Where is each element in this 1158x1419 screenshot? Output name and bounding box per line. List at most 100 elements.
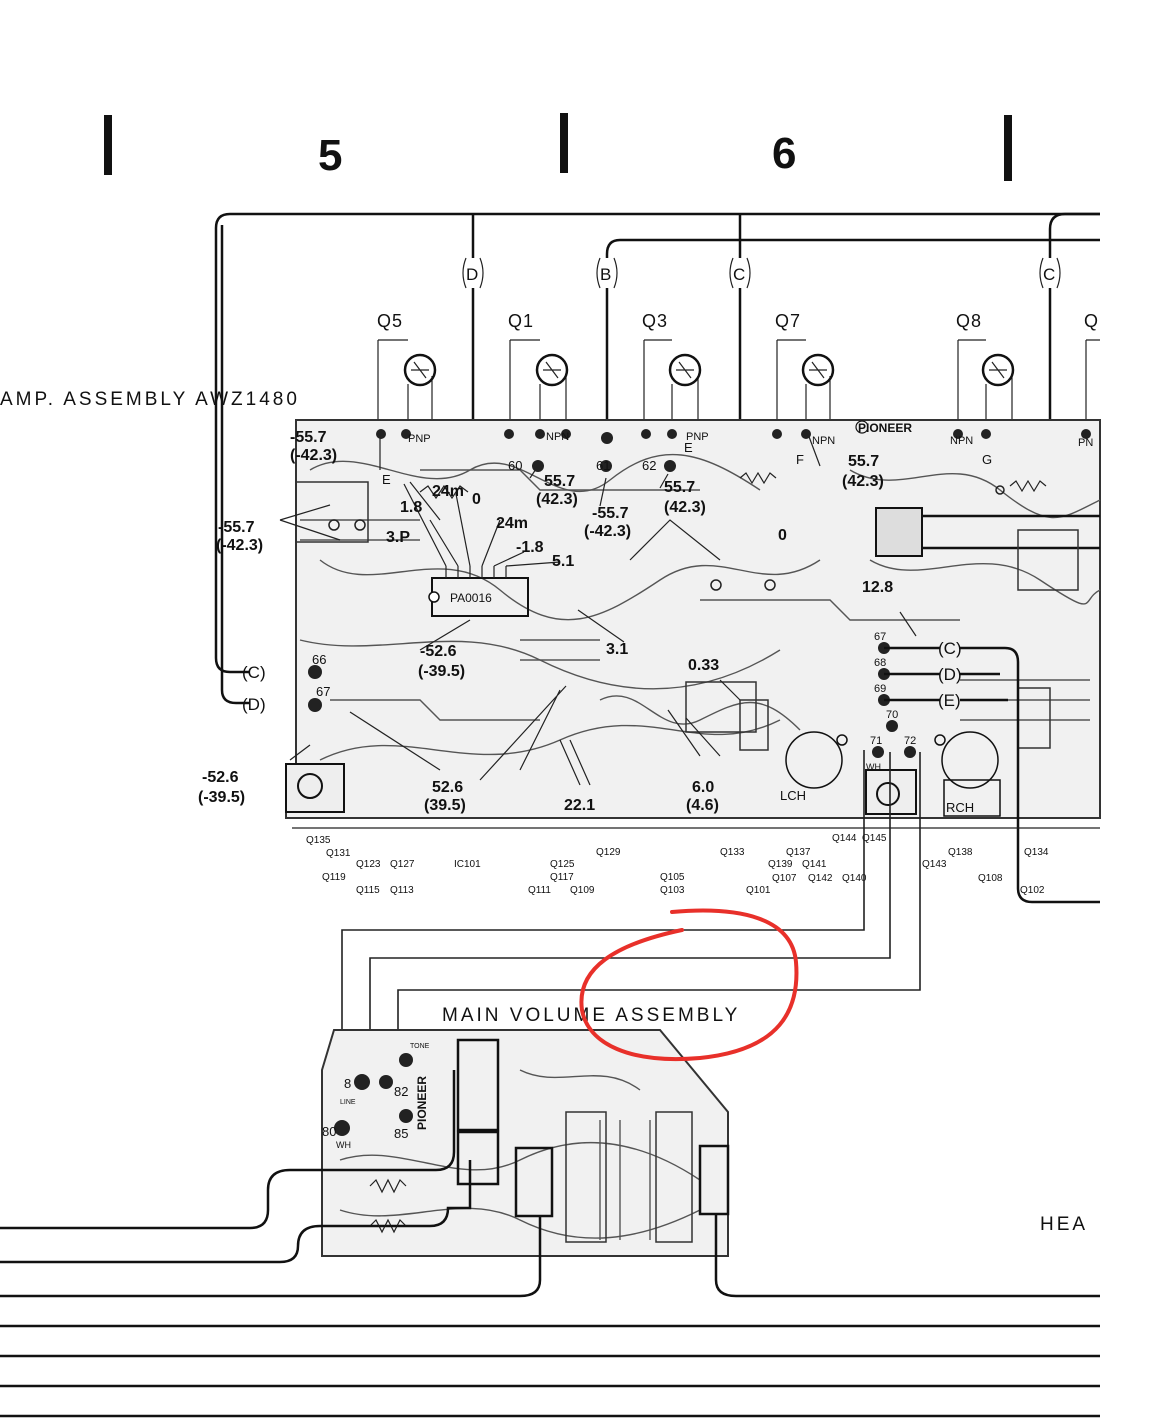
svg-text:1.8: 1.8 — [400, 499, 422, 516]
svg-text:Q140: Q140 — [842, 873, 867, 884]
svg-text:69: 69 — [874, 683, 886, 695]
potentiometer — [565, 1111, 607, 1243]
right-connector-wires — [884, 646, 1100, 904]
svg-text:0: 0 — [778, 527, 787, 544]
connector-block — [456, 1130, 500, 1186]
svg-text:(-42.3): (-42.3) — [290, 447, 337, 464]
transistor-symbol-q1 — [509, 339, 569, 432]
pioneer-logo-icon — [855, 420, 869, 434]
transistor-lead-q — [1085, 339, 1100, 432]
svg-text:55.7: 55.7 — [848, 453, 879, 470]
transistor-label-q7: Q7 — [775, 311, 801, 331]
svg-text:Q133: Q133 — [720, 847, 745, 858]
svg-text:3.1: 3.1 — [606, 641, 628, 658]
amp-board: PA0016 — [279, 419, 1101, 904]
mount-bracket — [865, 769, 917, 815]
svg-text:5.1: 5.1 — [552, 553, 574, 570]
svg-text:Q141: Q141 — [802, 859, 827, 870]
svg-text:24m: 24m — [432, 483, 464, 500]
svg-text:Q123: Q123 — [356, 859, 381, 870]
svg-text:PNP: PNP — [686, 431, 709, 443]
svg-text:-52.6: -52.6 — [420, 643, 457, 660]
svg-text:TONE: TONE — [410, 1043, 430, 1050]
harness-wires — [0, 1070, 1100, 1418]
svg-text:85: 85 — [394, 1126, 408, 1141]
svg-text:Q107: Q107 — [772, 873, 797, 884]
svg-text:Q145: Q145 — [862, 833, 887, 844]
annotation-circle — [579, 908, 799, 1061]
svg-text:67: 67 — [874, 631, 886, 643]
resistor-icon — [369, 1218, 407, 1234]
svg-text:0.33: 0.33 — [688, 657, 719, 674]
pcb-pads — [308, 429, 1091, 758]
column-label-5: 5 — [318, 131, 342, 180]
svg-text:-1.8: -1.8 — [516, 539, 544, 556]
svg-text:82: 82 — [394, 1084, 408, 1099]
voltage-labels: -55.7 (-42.3) -55.7 (-42.3) -52.6 (-39.5… — [198, 429, 893, 814]
transistor-symbol-q5 — [377, 339, 437, 432]
svg-text:(42.3): (42.3) — [536, 491, 578, 508]
column-markers: 5 6 — [104, 113, 1012, 181]
svg-text:Q135: Q135 — [306, 835, 331, 846]
svg-text:(D): (D) — [242, 695, 266, 714]
svg-text:NPN: NPN — [950, 435, 973, 447]
svg-text:Q117: Q117 — [550, 872, 574, 883]
bus-label-d: D — [466, 265, 478, 284]
transistor-row: Q5 Q1 Q3 Q7 Q8 Q — [377, 311, 1100, 432]
volume-board: 8 80 82 85 TONE LINE WH PIONEER — [321, 1029, 730, 1257]
voltage-leader-lines — [279, 433, 917, 786]
column-divider — [560, 113, 568, 173]
svg-text:Q138: Q138 — [948, 847, 973, 858]
svg-text:Q108: Q108 — [978, 873, 1003, 884]
svg-text:Q134: Q134 — [1024, 847, 1049, 858]
svg-text:6.0: 6.0 — [692, 779, 714, 796]
column-divider — [104, 115, 112, 175]
svg-text:(-39.5): (-39.5) — [418, 663, 465, 680]
mount-bracket — [285, 763, 345, 813]
svg-text:Q144: Q144 — [832, 833, 857, 844]
svg-text:Q125: Q125 — [550, 859, 575, 870]
svg-text:E: E — [382, 472, 391, 487]
component-block — [295, 481, 369, 543]
amp-assembly-label: AMP. ASSEMBLY AWZ1480 — [0, 389, 300, 410]
connector-j17 — [875, 507, 923, 557]
svg-text:(-42.3): (-42.3) — [584, 523, 631, 540]
pin-labels: 60 61 62 66 67 67 68 69 70 71 72 PNP NPN… — [312, 431, 1093, 815]
svg-text:8: 8 — [344, 1076, 351, 1091]
transistor-label-q3: Q3 — [642, 311, 668, 331]
svg-text:(42.3): (42.3) — [842, 473, 884, 490]
svg-text:0: 0 — [472, 491, 481, 508]
svg-text:Q131: Q131 — [326, 848, 351, 859]
svg-text:24m: 24m — [496, 515, 528, 532]
svg-text:68: 68 — [874, 657, 886, 669]
transistor-symbol-q3 — [643, 339, 702, 432]
svg-text:NPN: NPN — [812, 435, 835, 447]
svg-text:(-42.3): (-42.3) — [216, 537, 263, 554]
svg-text:-55.7: -55.7 — [592, 505, 629, 522]
svg-text:F: F — [796, 452, 804, 467]
svg-text:PN: PN — [1078, 437, 1093, 449]
svg-text:22.1: 22.1 — [564, 797, 595, 814]
column-divider — [1004, 115, 1012, 181]
svg-text:Q127: Q127 — [390, 859, 415, 870]
svg-text:Q101: Q101 — [746, 885, 771, 896]
svg-text:Q103: Q103 — [660, 885, 685, 896]
svg-text:Q137: Q137 — [786, 847, 811, 858]
transistor-symbol-q7 — [776, 339, 835, 432]
svg-text:-52.6: -52.6 — [202, 769, 239, 786]
svg-text:Q142: Q142 — [808, 873, 833, 884]
transistor-label-q8: Q8 — [956, 311, 982, 331]
ic-label: PA0016 — [450, 591, 492, 605]
head-assembly-label-cut: HEA — [1040, 1214, 1088, 1235]
connector-block — [456, 1038, 500, 1132]
svg-text:70: 70 — [886, 709, 898, 721]
resistor-icon — [739, 471, 777, 485]
svg-text:E: E — [684, 440, 693, 455]
svg-text:PNP: PNP — [408, 433, 431, 445]
svg-text:3.P: 3.P — [386, 529, 410, 546]
svg-text:71: 71 — [870, 735, 882, 747]
svg-text:-55.7: -55.7 — [290, 429, 327, 446]
svg-text:LINE: LINE — [340, 1099, 356, 1106]
svg-text:WH: WH — [336, 1140, 351, 1150]
